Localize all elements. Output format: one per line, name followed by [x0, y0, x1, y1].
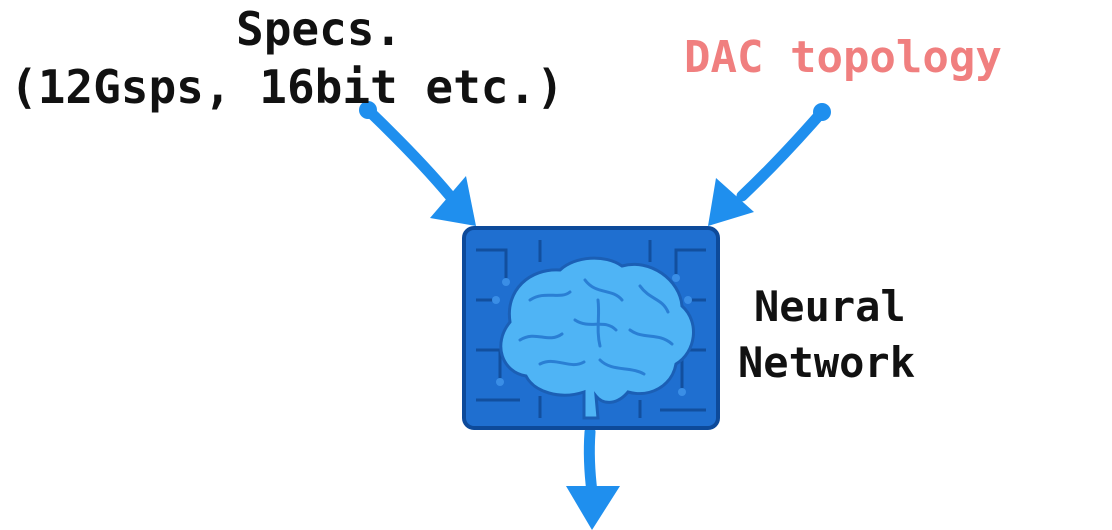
arrow-specs-to-network	[359, 101, 476, 226]
arrow-topology-to-network	[708, 103, 831, 226]
network-label-line2: Network	[738, 338, 916, 387]
specs-detail: (12Gsps, 16bit etc.)	[10, 60, 564, 114]
topology-label: DAC topology	[684, 32, 1002, 83]
network-label-line1: Neural	[754, 282, 906, 331]
brain-chip-icon	[462, 226, 720, 430]
specs-title: Specs.	[236, 2, 403, 56]
arrow-network-output	[566, 426, 620, 530]
